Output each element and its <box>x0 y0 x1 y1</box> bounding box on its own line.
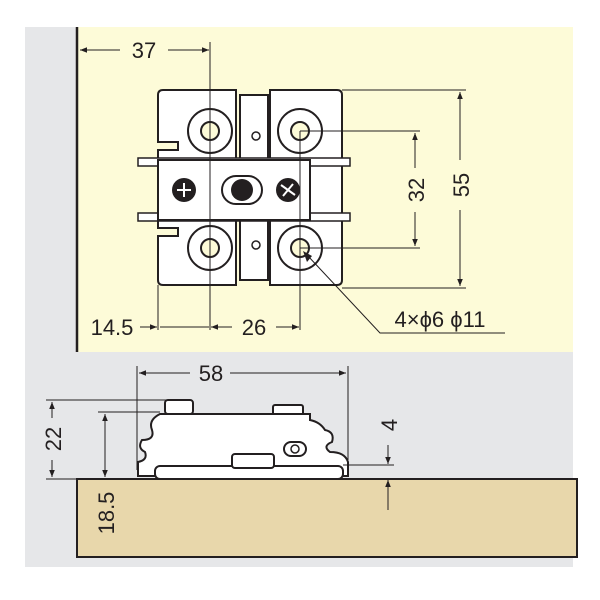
dim-55: 55 <box>449 173 474 197</box>
dim-32: 32 <box>404 178 429 202</box>
dim-26: 26 <box>242 315 266 340</box>
dim-14-5: 14.5 <box>91 315 134 340</box>
dim-4: 4 <box>377 419 402 431</box>
dim-37: 37 <box>132 38 156 63</box>
hole-callout: 4×ϕ6 ϕ11 <box>395 307 486 332</box>
dim-18-5: 18.5 <box>94 492 119 535</box>
dim-22: 22 <box>41 427 66 451</box>
mounting-plate-side-view <box>137 399 349 480</box>
mounting-plate-top-view <box>137 89 351 286</box>
side-view-dimensions: 58 22 18.5 4 <box>41 361 402 534</box>
dim-58: 58 <box>199 361 223 386</box>
top-view-dimensions: 37 55 32 14.5 26 4×ϕ6 ϕ11 <box>80 38 505 340</box>
wood-board <box>76 478 578 558</box>
